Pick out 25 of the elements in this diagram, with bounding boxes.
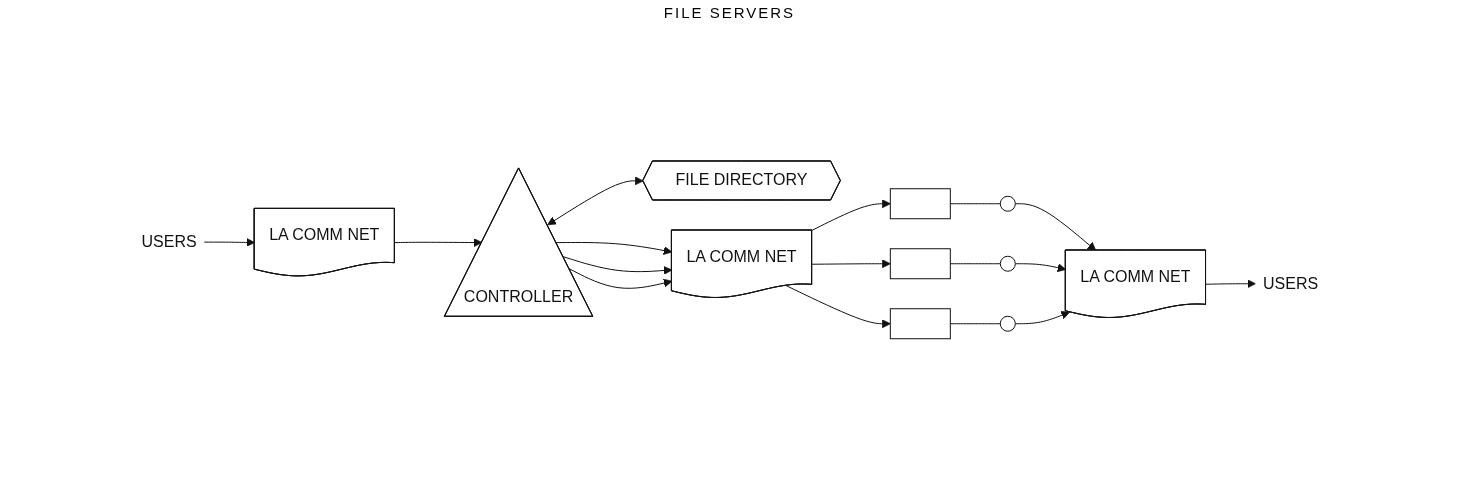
group-label: FILE SERVERS — [663, 4, 796, 21]
node-box — [889, 248, 951, 280]
node-box — [889, 308, 951, 340]
connector — [949, 203, 1001, 205]
arrow — [811, 259, 891, 269]
arrow — [394, 238, 482, 248]
arrow — [1205, 279, 1256, 289]
arrow — [1014, 203, 1096, 251]
arrow — [203, 238, 255, 247]
node-circle — [999, 315, 1016, 332]
arrow — [785, 285, 891, 329]
arrow — [562, 256, 672, 275]
arrow — [1014, 263, 1066, 273]
node-circle — [999, 255, 1016, 272]
arrow — [810, 199, 891, 232]
node-text: USERS — [141, 233, 197, 251]
arrow — [555, 242, 672, 255]
node-circle — [999, 195, 1016, 212]
node-box — [889, 188, 951, 220]
connector — [949, 323, 1001, 325]
arrow — [568, 268, 672, 289]
arrow — [546, 176, 644, 226]
arrow — [1014, 311, 1070, 325]
connector — [949, 263, 1001, 265]
node-text: USERS — [1262, 274, 1318, 292]
